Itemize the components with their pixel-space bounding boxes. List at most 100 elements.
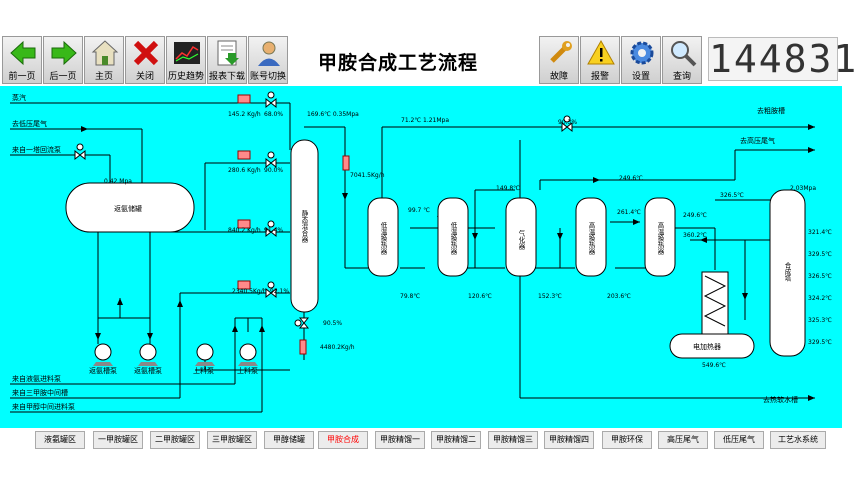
steam-control-valve[interactable] <box>265 91 277 109</box>
arrow-left-icon <box>10 40 36 66</box>
feed-pump-2[interactable] <box>238 343 258 366</box>
hx2-bottom-temp-reading: 120.6℃ <box>468 293 492 300</box>
warning-icon <box>587 39 615 65</box>
mixer-bottom-valve[interactable] <box>294 317 310 329</box>
tower-t1-reading: 321.4℃ <box>808 229 832 236</box>
close-button[interactable]: 关闭 <box>125 36 165 84</box>
history-trend-button[interactable]: 历史趋势 <box>166 36 206 84</box>
vaporizer-label: 气化器 <box>517 229 525 251</box>
fault-button[interactable]: 故障 <box>539 36 579 84</box>
trend-chart-icon <box>174 42 200 64</box>
next-page-button[interactable]: 后一页 <box>43 36 83 84</box>
nav-process-water-system[interactable]: 工艺水系统 <box>770 431 826 449</box>
high-temp-exchanger-2[interactable] <box>644 197 676 277</box>
low-temp-exchanger-2[interactable] <box>437 197 469 277</box>
download-report-icon <box>217 40 239 66</box>
home-button[interactable]: 主页 <box>84 36 124 84</box>
nav-methylamine-synthesis[interactable]: 甲胺合成 <box>318 431 368 449</box>
low-temp-exchanger-1-label: 低温换热器 <box>379 221 387 256</box>
low-temp-exchanger-2-label: 低温换热器 <box>449 221 457 256</box>
feed-pump-1-label: 上料泵 <box>193 366 214 375</box>
hx-top-temp-reading: 249.6℃ <box>619 175 643 182</box>
user-icon <box>258 41 280 66</box>
tower-t2-reading: 329.5℃ <box>808 251 832 258</box>
crude-amine-valve[interactable] <box>561 115 573 133</box>
hot-soft-water-label: 去热软水槽 <box>763 395 798 404</box>
tower-top-temp-reading: 326.5℃ <box>720 192 744 199</box>
history-trend-label: 历史趋势 <box>167 72 204 82</box>
clock-display: 144831 <box>708 37 858 81</box>
vaporizer-in-temp-reading: 149.8℃ <box>496 185 520 192</box>
hx4-bottom-temp-reading: 203.6℃ <box>607 293 631 300</box>
flow3-control-valve[interactable] <box>265 281 277 299</box>
feed-pump-2-label: 上料泵 <box>237 366 258 375</box>
house-icon <box>91 40 119 66</box>
account-switch-button[interactable]: 账号切换 <box>248 36 288 84</box>
nav-methylamine-distillation-3[interactable]: 甲胺精馏三 <box>488 431 538 449</box>
electric-heater[interactable] <box>669 333 755 359</box>
report-download-label: 报表下载 <box>208 72 245 82</box>
fault-label: 故障 <box>549 72 568 82</box>
tower-top-pressure-reading: 2.03Mpa <box>790 185 816 192</box>
prev-page-button[interactable]: 前一页 <box>2 36 42 84</box>
low-temp-exchanger-1[interactable] <box>367 197 399 277</box>
hx5-in-temp-reading: 249.6℃ <box>683 212 707 219</box>
electric-heater-label: 电加热器 <box>693 342 721 351</box>
reflux-control-valve[interactable] <box>74 143 86 161</box>
vaporizer-bottom-temp-reading: 152.3℃ <box>538 293 562 300</box>
nav-liquid-ammonia-tank-area[interactable]: 液氨罐区 <box>35 431 85 449</box>
tank-pressure-reading: 0.42 Mpa <box>104 178 132 185</box>
static-mixer[interactable] <box>290 139 319 313</box>
flow2-control-valve[interactable] <box>265 220 277 238</box>
flow3-reading: 2340.5Kg/h <box>232 288 267 295</box>
hx1-out-temp-reading: 99.7 ℃ <box>408 207 430 214</box>
crude-amine-tank-stream-label: 去粗胺槽 <box>757 106 785 115</box>
return-ammonia-pump-1[interactable] <box>93 343 113 366</box>
trimethylamine-feed-label: 来自三甲胺中间槽 <box>12 388 68 397</box>
high-temp-exchanger-2-label: 高温换热器 <box>656 221 664 256</box>
gear-icon <box>630 41 654 65</box>
report-download-button[interactable]: 报表下载 <box>207 36 247 84</box>
alarm-button[interactable]: 报警 <box>580 36 620 84</box>
flow1-control-valve[interactable] <box>265 151 277 169</box>
static-mixer-label: 静态混合器 <box>300 209 308 244</box>
circulating-ammonia-tank[interactable] <box>65 182 195 233</box>
home-label: 主页 <box>94 72 113 82</box>
steam-valve-reading: 68.0% <box>264 111 283 118</box>
mixer-out-reading: 169.6℃ 0.35Mpa <box>307 111 359 118</box>
close-icon <box>133 40 159 66</box>
process-flow-svg: 返氨储罐 静态混合器 低温换热器 低温换热器 气化器 高温换热器 高温换热器 合… <box>10 91 832 413</box>
heater-temp-reading: 549.6℃ <box>702 362 726 369</box>
synthesis-tower[interactable] <box>769 189 806 357</box>
valve2-reading: 91.4% <box>264 227 283 234</box>
valve1-reading: 90.0% <box>264 167 283 174</box>
return-ammonia-pump-2[interactable] <box>138 343 158 366</box>
steam-stream-label: 蒸汽 <box>12 93 26 102</box>
nav-methylamine-distillation-2[interactable]: 甲胺精馏二 <box>431 431 481 449</box>
nav-trimethylamine-tank-area[interactable]: 三甲胺罐区 <box>207 431 257 449</box>
query-button[interactable]: 查询 <box>662 36 702 84</box>
electric-heater-coil <box>701 271 729 335</box>
reflux-pump-stream-label: 来自一塔回流泵 <box>12 145 61 154</box>
nav-monomethylamine-tank-area[interactable]: 一甲胺罐区 <box>93 431 143 449</box>
feed-pump-1[interactable] <box>195 343 215 366</box>
wrench-icon <box>550 41 572 63</box>
settings-label: 设置 <box>631 72 650 82</box>
nav-methanol-tank[interactable]: 甲醇储罐 <box>264 431 314 449</box>
vaporizer[interactable] <box>505 197 537 277</box>
account-switch-label: 账号切换 <box>249 72 286 82</box>
valve3-reading: 92.1% <box>270 288 289 295</box>
process-diagram: 返氨储罐 静态混合器 低温换热器 低温换热器 气化器 高温换热器 高温换热器 合… <box>0 86 842 428</box>
tower-t4-reading: 324.2℃ <box>808 295 832 302</box>
nav-low-pressure-tail-gas[interactable]: 低压尾气 <box>714 431 764 449</box>
nav-methylamine-environmental[interactable]: 甲胺环保 <box>602 431 652 449</box>
liquid-ammonia-feed-label: 来自液氨进料泵 <box>12 374 61 383</box>
crude-amine-valve-reading: 90.3% <box>558 119 577 126</box>
nav-methylamine-distillation-1[interactable]: 甲胺精馏一 <box>375 431 425 449</box>
settings-button[interactable]: 设置 <box>621 36 661 84</box>
nav-methylamine-distillation-4[interactable]: 甲胺精馏四 <box>544 431 594 449</box>
nav-dimethylamine-tank-area[interactable]: 二甲胺罐区 <box>150 431 200 449</box>
high-temp-exchanger-1[interactable] <box>575 197 607 277</box>
nav-high-pressure-tail-gas[interactable]: 高压尾气 <box>658 431 708 449</box>
